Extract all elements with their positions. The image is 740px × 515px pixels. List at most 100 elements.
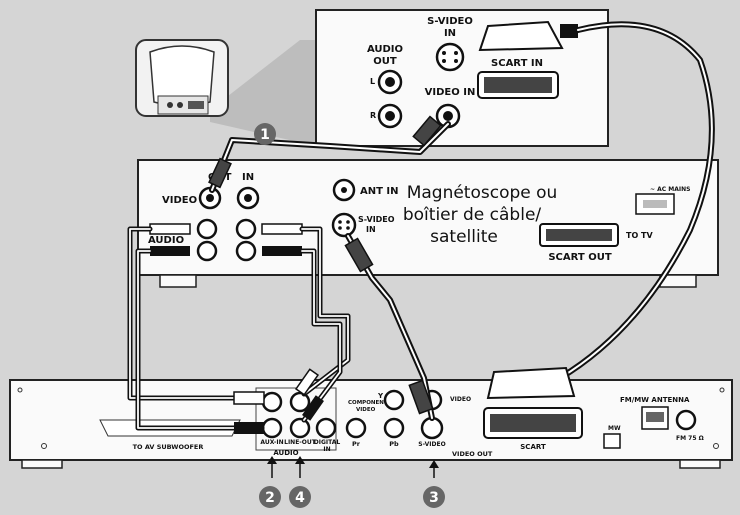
vcr-audio-out-l-plug: [149, 223, 191, 235]
receiver-scart-pins: [490, 414, 576, 432]
vcr-audio-in-r-jack: [235, 240, 257, 262]
step-arrows: [267, 456, 439, 478]
tv-svideo-pin: [442, 51, 446, 55]
vcr-svideo-pin: [346, 220, 350, 224]
vcr-ac-mains-label: ~ AC MAINS: [650, 186, 690, 193]
component-video-label-2: VIDEO: [356, 407, 376, 413]
step-2-number: 2: [265, 490, 275, 506]
component-y-jack: [383, 389, 405, 411]
vcr-svideo-label-1: S-VIDEO: [358, 215, 395, 224]
vcr-svideo-pin: [338, 220, 342, 224]
tv-audio-out-label-1: AUDIO: [367, 44, 403, 55]
line-out-r-jack: [289, 417, 311, 439]
video-out-jack-label: VIDEO: [450, 396, 471, 403]
vcr-svideo-pin: [346, 226, 350, 230]
tv-scart-plug: [478, 20, 564, 52]
receiver-scart-plug: [486, 366, 576, 400]
tv-svideo-in-label-1: S-VIDEO: [427, 16, 473, 27]
tv-svideo-jack: [435, 42, 465, 72]
tv-scart-plug-boot: [560, 24, 578, 38]
vcr-video-plug: [208, 157, 232, 189]
vcr-body: [137, 159, 719, 276]
video-out-label: VIDEO OUT: [452, 450, 493, 458]
vcr-svideo-pin: [338, 226, 342, 230]
tv-scart-in-label: SCART IN: [491, 58, 543, 69]
aux-in-label: AUX-IN: [260, 439, 283, 446]
tv-audio-out-label-2: OUT: [373, 56, 397, 67]
step-2-badge: [259, 486, 281, 508]
arrow-icon: [267, 456, 277, 464]
cables: [127, 21, 715, 431]
component-pb-jack: [383, 417, 405, 439]
vcr-caption-line-2: boîtier de câble/: [403, 205, 542, 225]
vcr-audio-label: AUDIO: [148, 235, 184, 246]
receiver-foot: [679, 459, 721, 469]
step-3-number: 3: [429, 490, 439, 506]
vcr-video-in-jack-core: [244, 194, 252, 202]
vcr-ac-mains-slot: [643, 200, 667, 208]
vcr-scart-out-pins: [546, 229, 612, 241]
vcr-audio-out-r-plug: [150, 246, 190, 256]
line-out-cable-r-highlight: [301, 250, 341, 421]
tv-scart-pins: [484, 77, 552, 93]
line-out-l-plug: [294, 368, 320, 396]
step-4-badge: [289, 486, 311, 508]
tv-audio-l-jack-core: [385, 77, 395, 87]
arrow-icon: [295, 456, 305, 464]
svideo-plug: [408, 379, 434, 415]
tv-audio-r-jack-core: [385, 111, 395, 121]
tv-video-in-label: VIDEO IN: [425, 87, 476, 98]
step-1-badge: [254, 123, 276, 145]
tv-svideo-pin: [442, 59, 446, 63]
line-out-r-plug: [302, 395, 324, 421]
receiver-audio-label: AUDIO: [273, 449, 298, 457]
mw-connector-icon: [603, 433, 621, 449]
step-4-number: 4: [295, 490, 305, 506]
aux-cable-l-highlight: [129, 228, 263, 399]
step-3-badge: [423, 486, 445, 508]
vcr-audio-out-l-jack: [196, 218, 218, 240]
step-1-number: 1: [260, 127, 270, 143]
vcr-in-label: IN: [242, 172, 254, 183]
digital-in-label-1: DIGITAL: [314, 439, 341, 446]
tv-right-label: R: [370, 111, 376, 120]
vcr-ant-in-jack-core: [341, 187, 347, 193]
video-cable-highlight: [211, 123, 449, 191]
receiver-scart-label: SCART: [520, 443, 546, 451]
vcr-caption-line-3: satellite: [430, 227, 498, 247]
vcr-video-out-jack-core: [206, 194, 214, 202]
zoom-beam: [210, 40, 316, 146]
aux-in-r-plug: [234, 422, 264, 434]
mw-label: MW: [608, 425, 621, 432]
step-badges: 1 2 4 3: [254, 123, 445, 508]
component-y-label: Y: [377, 392, 384, 400]
fm-75-label: FM 75 Ω: [676, 435, 704, 442]
receiver-foot: [21, 459, 63, 469]
line-out-label: LINE-OUT: [284, 439, 317, 446]
vcr-caption-line-1: Magnétoscope ou: [407, 183, 558, 203]
tv-svideo-pin: [454, 59, 458, 63]
tv-illustration: [135, 39, 316, 146]
screw-icon: [719, 387, 725, 393]
vcr-audio-in-l-plug: [261, 223, 303, 235]
aux-cable-r-highlight: [137, 250, 263, 429]
component-pr-jack: [345, 417, 367, 439]
tv-svideo-in-label-2: IN: [444, 28, 456, 39]
component-video-label-1: COMPONENT: [348, 400, 388, 406]
fm-mw-antenna-label: FM/MW ANTENNA: [620, 396, 690, 404]
component-pb-label: Pb: [389, 440, 399, 448]
vcr-audio-in-r-plug: [262, 246, 302, 256]
tv-left-label: L: [370, 77, 375, 86]
tv-jack-icon: [177, 102, 183, 108]
vcr-svideo-jack: [331, 212, 357, 238]
vcr-video-label: VIDEO: [162, 195, 197, 206]
vcr-scart-out-label: SCART OUT: [548, 252, 611, 263]
screw-icon: [713, 443, 719, 449]
vcr-to-tv-label: TO TV: [626, 231, 654, 240]
line-out-l-jack: [289, 391, 311, 413]
tv-jack-icon: [167, 102, 173, 108]
tv-panel-frame: [315, 9, 609, 147]
vcr-audio-out-r-jack: [196, 240, 218, 262]
tv-video-plug: [412, 115, 442, 147]
